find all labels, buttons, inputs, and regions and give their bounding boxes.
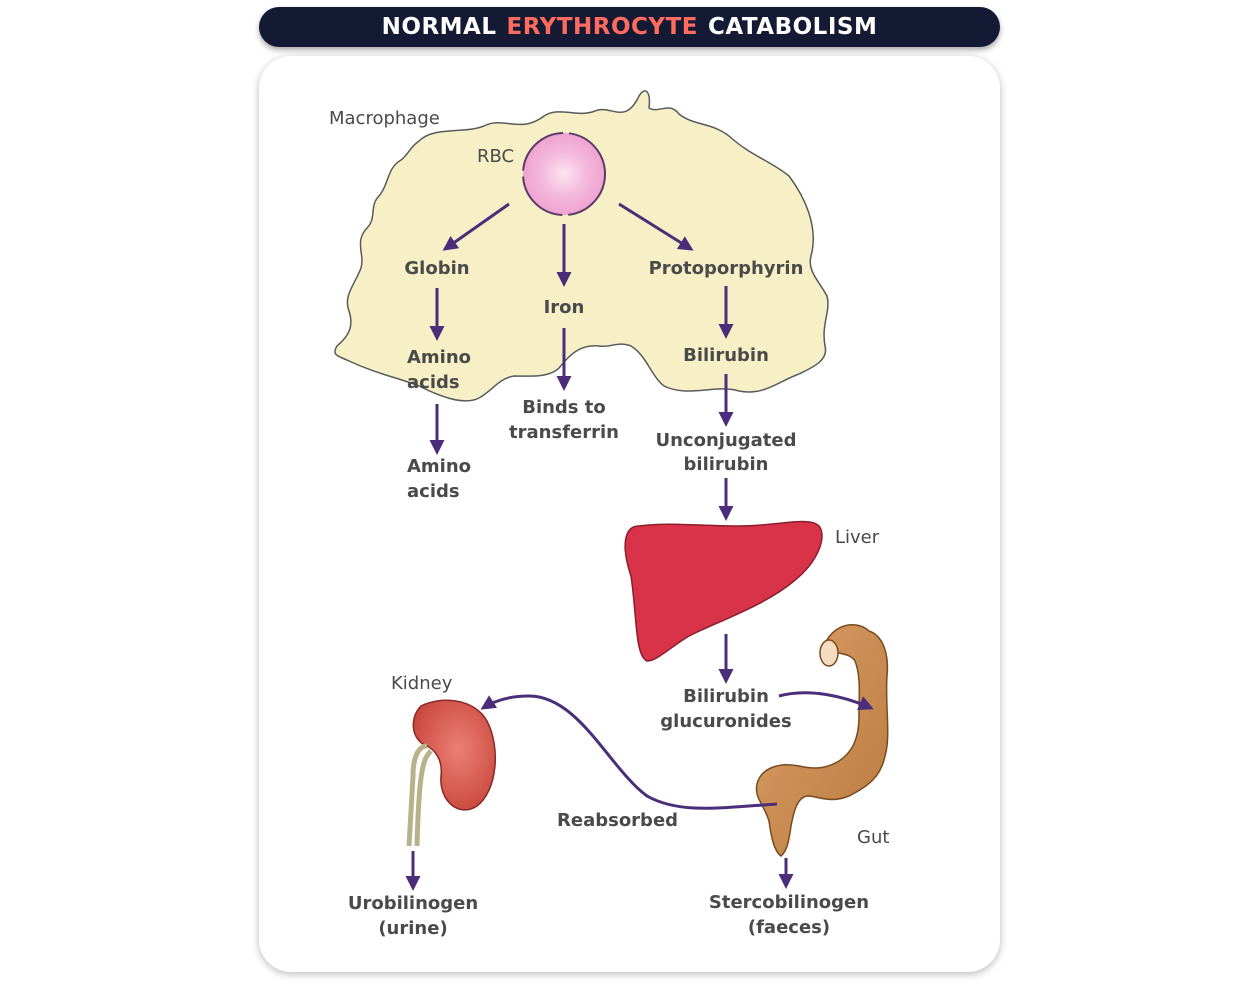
arrow-rbc-protoporphyrin <box>618 202 694 251</box>
label-reabsorbed: Reabsorbed <box>557 810 678 831</box>
label-unconjugated-1: Unconjugated <box>656 430 797 451</box>
label-gluc-1: Bilirubin <box>683 686 769 707</box>
label-amino-inner-1: Amino <box>407 347 471 368</box>
label-amino-outer-2: acids <box>407 481 460 502</box>
label-liver: Liver <box>835 527 880 548</box>
arrow-reabsorbed-kidney <box>480 694 778 810</box>
gut-shape <box>755 624 889 857</box>
liver-shape <box>624 520 823 662</box>
label-stercobilinogen-2: (faeces) <box>748 917 830 938</box>
label-iron: Iron <box>544 297 585 318</box>
label-urobilinogen-1: Urobilinogen <box>348 893 478 914</box>
catabolism-diagram: Macrophage RBC Globin Iron Protoporphyri… <box>329 90 889 939</box>
label-unconjugated-2: bilirubin <box>684 454 769 475</box>
label-rbc: RBC <box>477 146 514 167</box>
label-protoporphyrin: Protoporphyrin <box>649 258 804 279</box>
label-macrophage: Macrophage <box>329 108 440 129</box>
macrophage-shape <box>334 90 829 402</box>
arrow-gluc-gut <box>778 691 874 710</box>
label-bilirubin: Bilirubin <box>683 345 769 366</box>
label-stercobilinogen-1: Stercobilinogen <box>709 892 869 913</box>
label-urobilinogen-2: (urine) <box>378 918 447 939</box>
label-amino-inner-2: acids <box>407 372 460 393</box>
title-accent: ERYTHROCYTE <box>506 14 698 40</box>
label-globin: Globin <box>404 258 469 279</box>
label-gut: Gut <box>857 827 889 848</box>
gut-opening <box>819 639 839 667</box>
title-normal: NORMAL <box>381 14 497 40</box>
label-binds-to-1: Binds to <box>522 397 606 418</box>
label-amino-outer-1: Amino <box>407 456 471 477</box>
diagram-card: Macrophage RBC Globin Iron Protoporphyri… <box>259 56 1000 972</box>
title-catabolism: CATABOLISM <box>707 14 878 40</box>
label-gluc-2: glucuronides <box>660 711 791 732</box>
title-bar: NORMAL ERYTHROCYTE CATABOLISM <box>259 7 1000 47</box>
label-kidney: Kidney <box>391 673 453 694</box>
kidney-pelvis <box>406 743 433 847</box>
rbc-cell <box>522 132 606 216</box>
arrows <box>405 202 874 891</box>
label-binds-to-2: transferrin <box>509 422 619 443</box>
arrow-rbc-globin <box>442 202 510 251</box>
